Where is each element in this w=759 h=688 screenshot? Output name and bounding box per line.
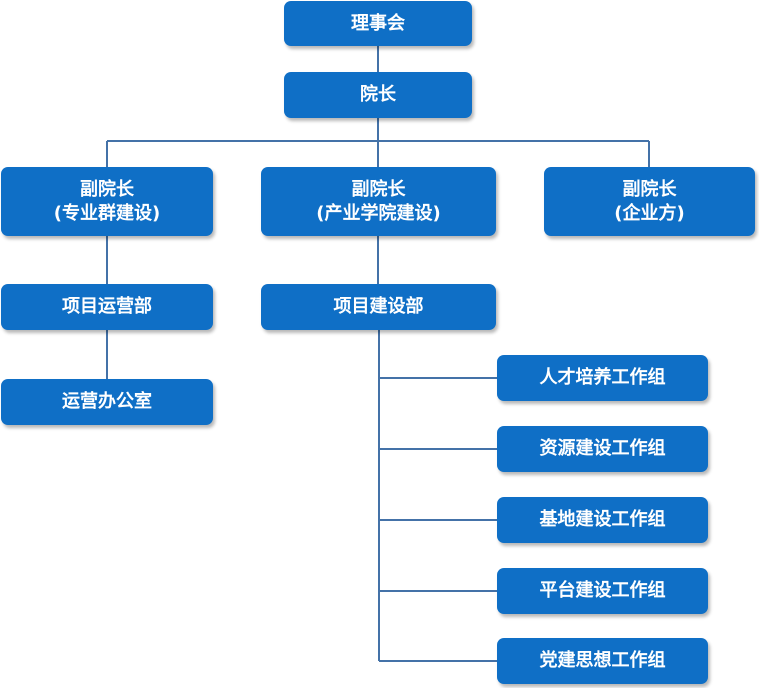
working-group-label: 平台建设工作组 <box>539 580 666 601</box>
working-group-node: 人才培养工作组 <box>497 355 708 401</box>
project-construction-node: 项目建设部 <box>261 284 496 330</box>
vp-industry-title: 副院长 <box>351 178 406 200</box>
vp-enterprise-node: 副院长 (企业方) <box>544 167 755 236</box>
vp-major-subtitle: (专业群建设) <box>53 202 161 224</box>
working-group-node: 平台建设工作组 <box>497 568 708 614</box>
project-operations-label: 项目运营部 <box>62 296 152 317</box>
operations-office-node: 运营办公室 <box>1 379 213 425</box>
working-group-label: 基地建设工作组 <box>539 509 666 530</box>
board-node: 理事会 <box>284 1 472 46</box>
working-group-label: 党建思想工作组 <box>539 650 666 671</box>
vp-major-node: 副院长 (专业群建设) <box>1 167 213 236</box>
vp-enterprise-subtitle: (企业方) <box>614 202 685 224</box>
president-node: 院长 <box>284 72 472 118</box>
president-label: 院长 <box>360 84 396 105</box>
vp-industry-subtitle: (产业学院建设) <box>316 202 441 224</box>
working-group-node: 基地建设工作组 <box>497 497 708 543</box>
vp-industry-node: 副院长 (产业学院建设) <box>261 167 496 236</box>
working-group-node: 资源建设工作组 <box>497 426 708 472</box>
working-group-label: 资源建设工作组 <box>539 438 666 459</box>
vp-major-title: 副院长 <box>80 178 134 200</box>
working-group-label: 人才培养工作组 <box>539 367 666 388</box>
project-operations-node: 项目运营部 <box>1 284 213 330</box>
operations-office-label: 运营办公室 <box>62 391 152 412</box>
board-label: 理事会 <box>351 12 405 34</box>
working-group-node: 党建思想工作组 <box>497 638 708 684</box>
project-construction-label: 项目建设部 <box>333 296 424 317</box>
vp-enterprise-title: 副院长 <box>622 178 677 200</box>
